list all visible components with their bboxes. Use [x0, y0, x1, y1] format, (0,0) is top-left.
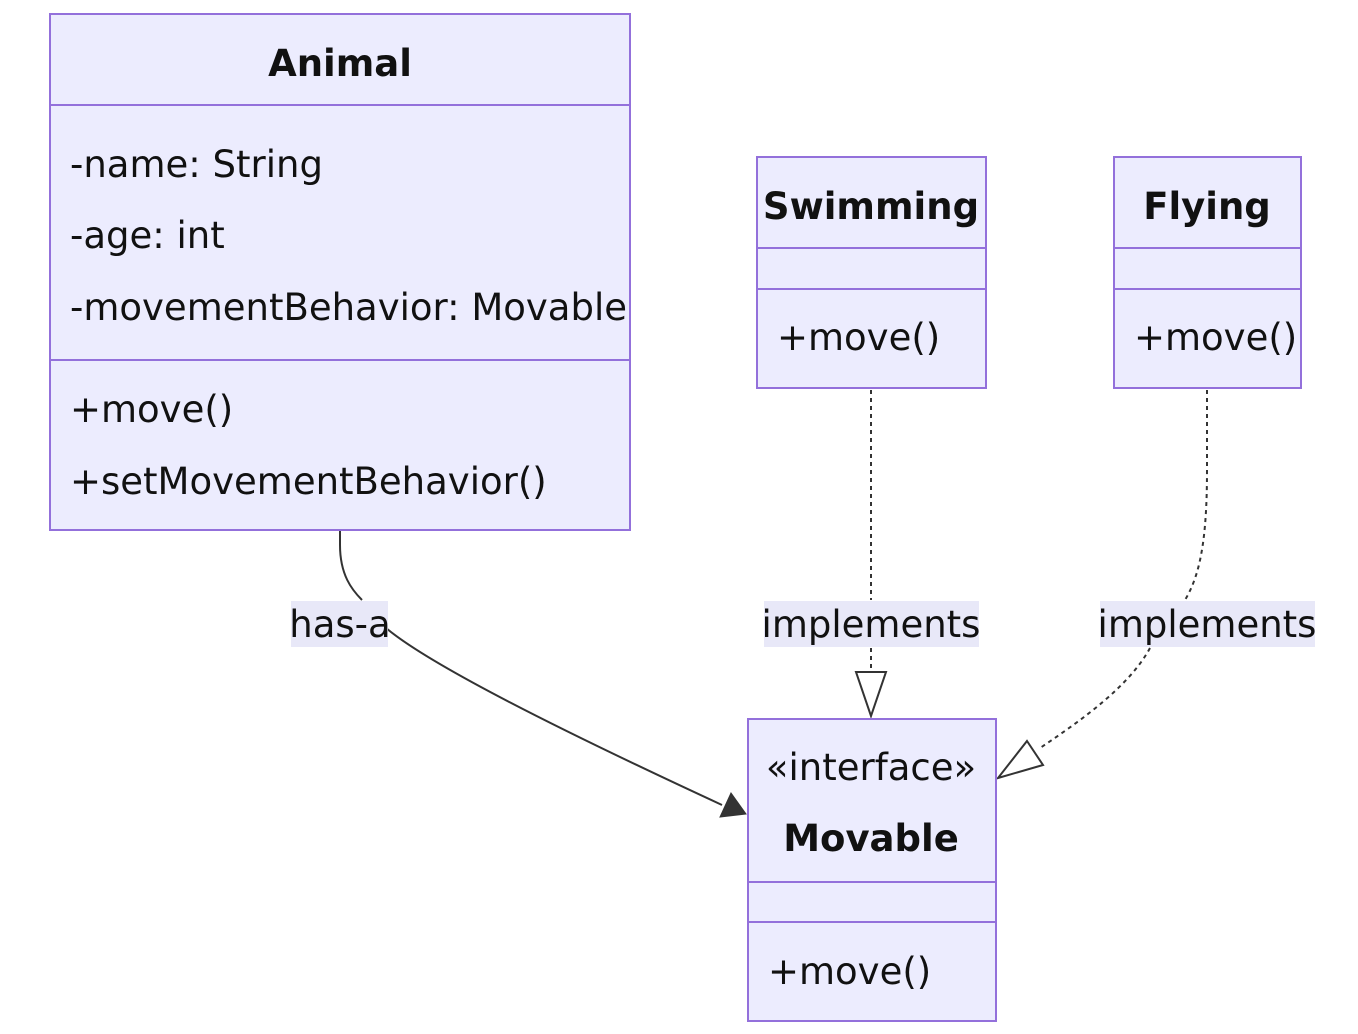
- method: +move(): [768, 950, 931, 993]
- class-name: Animal: [268, 42, 412, 85]
- method: +setMovementBehavior(): [70, 460, 547, 503]
- class-flying[interactable]: Flying +move(): [1113, 156, 1302, 389]
- class-name: Flying: [1143, 185, 1271, 228]
- edge-label-implements-swimming: implements: [762, 601, 981, 647]
- attribute: -name: String: [70, 143, 323, 186]
- class-animal[interactable]: Animal -name: String -age: int -movement…: [49, 13, 631, 531]
- edge-label-text: has-a: [289, 603, 390, 646]
- class-name: Movable: [783, 817, 959, 860]
- method: +move(): [777, 316, 940, 359]
- realization-line-flying: [1039, 390, 1208, 749]
- realization-arrowhead-flying: [995, 739, 1045, 780]
- association-line: [339, 531, 723, 806]
- edge-label-has-a: has-a: [289, 601, 391, 647]
- class-name: Swimming: [763, 185, 979, 228]
- edge-flying-movable: [995, 390, 1208, 780]
- edge-animal-movable: [339, 531, 747, 818]
- association-arrowhead: [719, 792, 747, 818]
- edge-label-text: implements: [1098, 603, 1317, 646]
- realization-arrowhead-swimming: [854, 671, 888, 720]
- edge-label-text: implements: [762, 603, 981, 646]
- method: +move(): [70, 388, 233, 431]
- attribute: -movementBehavior: Movable: [70, 286, 627, 329]
- method: +move(): [1134, 316, 1297, 359]
- class-swimming[interactable]: Swimming +move(): [756, 156, 987, 389]
- edge-swimming-movable: [854, 390, 888, 720]
- edge-label-implements-flying: implements: [1098, 601, 1317, 647]
- attribute: -age: int: [70, 214, 225, 257]
- interface-movable[interactable]: «interface» Movable +move(): [747, 718, 997, 1022]
- stereotype-label: «interface»: [766, 746, 976, 789]
